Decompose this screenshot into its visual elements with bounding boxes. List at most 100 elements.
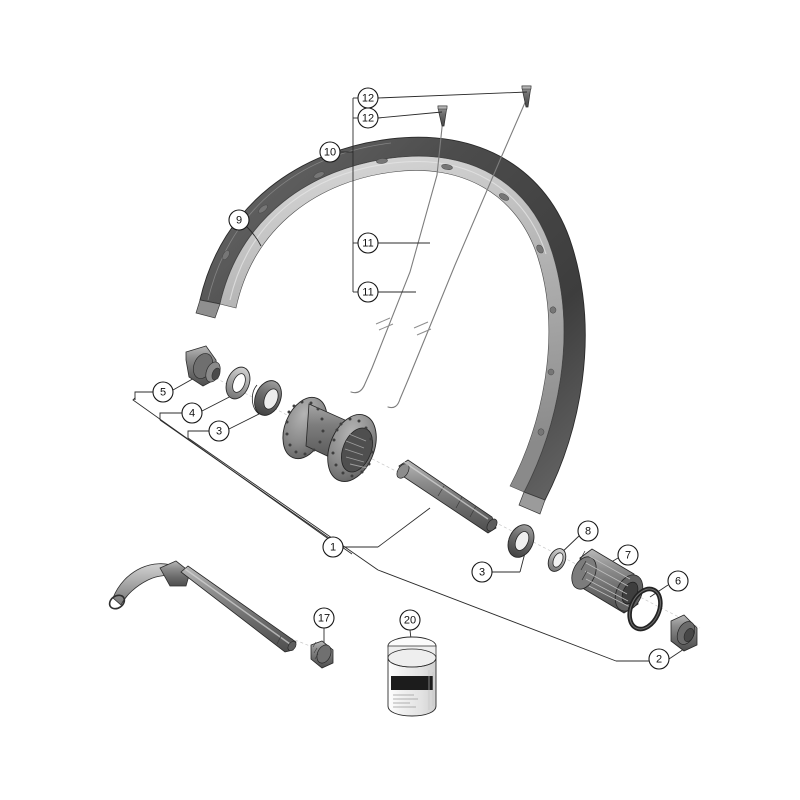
callout-circle — [322, 536, 344, 558]
leader-1-riser — [377, 507, 431, 548]
leader-2-long — [377, 569, 617, 662]
hub-axis-line — [195, 367, 701, 629]
leader-6 — [649, 584, 669, 598]
rim-cut-end — [518, 491, 546, 515]
quick-release-nut — [310, 640, 334, 669]
callout-label: 6 — [675, 576, 681, 588]
callout-circle — [399, 609, 421, 631]
callout-circle — [228, 209, 250, 231]
callout-20-grease[interactable]: 20 — [399, 609, 421, 631]
spoke-11-b — [399, 97, 528, 400]
callout-circle — [152, 381, 174, 403]
callout-label: 10 — [324, 147, 336, 159]
callout-9-rim[interactable]: 9 — [228, 209, 250, 231]
callout-11-spoke-lower[interactable]: 11 — [357, 281, 379, 303]
leader-9 — [246, 226, 262, 247]
jar-ribs — [428, 670, 434, 710]
callout-label: 3 — [479, 567, 485, 579]
spoke-11-b-hook — [387, 398, 401, 409]
spoke-nipples — [437, 85, 532, 127]
callout-circle — [357, 107, 379, 129]
callout-circle — [667, 570, 689, 592]
leader-12a — [377, 91, 528, 99]
callout-label: 7 — [625, 550, 631, 562]
callout-5-left-end-cap[interactable]: 5 — [152, 381, 174, 403]
right-bearing — [507, 524, 535, 558]
rail-3 — [187, 437, 379, 571]
callout-2-right-end-cap[interactable]: 2 — [648, 648, 670, 670]
nipple-12-a — [437, 105, 448, 127]
rail-4 — [159, 419, 353, 555]
callout-label: 20 — [404, 615, 416, 627]
callout-layer: 12 12 10 9 11 11 5 4 3 1 3 8 7 6 2 17 20 — [152, 87, 689, 670]
left-bearing — [251, 380, 282, 416]
callout-circle — [617, 544, 639, 566]
spoke-11-a-hook — [350, 385, 365, 394]
spoke-11-a — [363, 117, 444, 387]
callout-label: 5 — [160, 387, 166, 399]
callout-10-rim-tape[interactable]: 10 — [319, 141, 341, 163]
leader-lines — [132, 91, 691, 662]
callout-6-o-ring[interactable]: 6 — [667, 570, 689, 592]
hub-shell — [282, 396, 377, 482]
qr-nut-knurl — [312, 641, 319, 660]
callout-3-left-bearing[interactable]: 3 — [208, 420, 230, 442]
jar-label-text-lines — [393, 694, 418, 708]
callout-circle — [357, 281, 379, 303]
callout-circle — [313, 607, 335, 629]
spacer-ring — [547, 548, 567, 572]
callout-label: 1 — [330, 542, 336, 554]
callout-label: 3 — [216, 426, 222, 438]
rim-highlight — [229, 161, 547, 301]
rim-arc — [195, 136, 586, 515]
nipple-12-b — [521, 85, 532, 108]
callout-label: 12 — [362, 113, 374, 125]
hub-flange-holes — [285, 400, 374, 478]
bracket-4-left — [159, 412, 182, 420]
callout-circle — [181, 402, 203, 424]
callout-17-qr-nut[interactable]: 17 — [313, 607, 335, 629]
jar-label-band — [391, 676, 433, 690]
callout-12-nipple-upper[interactable]: 12 — [357, 87, 379, 109]
freehub-splines — [584, 555, 631, 608]
bracket-3-left — [187, 430, 209, 438]
callout-circle — [648, 648, 670, 670]
quick-release-skewer — [108, 560, 297, 653]
callout-4-left-cone[interactable]: 4 — [181, 402, 203, 424]
callout-circle — [208, 420, 230, 442]
rim-spoke-holes — [222, 158, 557, 436]
bracket-5-left — [134, 391, 153, 400]
callout-12-nipple-lower[interactable]: 12 — [357, 107, 379, 129]
left-end-cap — [185, 345, 221, 387]
rim-outer-wall — [199, 136, 586, 501]
callout-circle — [319, 141, 341, 163]
qr-lever-loop — [108, 594, 126, 610]
qr-lever-cam — [159, 560, 191, 587]
callout-7-freehub-body[interactable]: 7 — [617, 544, 639, 566]
right-end-cap — [670, 614, 698, 652]
spokes — [350, 97, 528, 409]
callout-label: 8 — [585, 526, 591, 538]
left-cone-washer — [225, 366, 251, 400]
callout-label: 9 — [236, 215, 242, 227]
callout-label: 17 — [318, 613, 330, 625]
spoke-break-marks — [375, 317, 432, 336]
rim-cut-end-left — [195, 299, 221, 319]
leader-12b — [377, 111, 443, 119]
callout-label: 12 — [362, 93, 374, 105]
callout-8-spacer[interactable]: 8 — [577, 520, 599, 542]
o-ring — [627, 586, 663, 632]
callout-3-right-bearing[interactable]: 3 — [471, 561, 493, 583]
grease-jar — [387, 636, 437, 717]
callout-1-axle-assembly[interactable]: 1 — [322, 536, 344, 558]
callout-label: 4 — [189, 408, 195, 420]
callout-circle — [577, 520, 599, 542]
freehub-ribs — [579, 550, 588, 581]
callout-circle — [471, 561, 493, 583]
callout-label: 11 — [362, 287, 373, 299]
callout-label: 2 — [656, 654, 662, 666]
callout-11-spoke-upper[interactable]: 11 — [357, 232, 379, 254]
rim-brake-track — [219, 156, 565, 493]
